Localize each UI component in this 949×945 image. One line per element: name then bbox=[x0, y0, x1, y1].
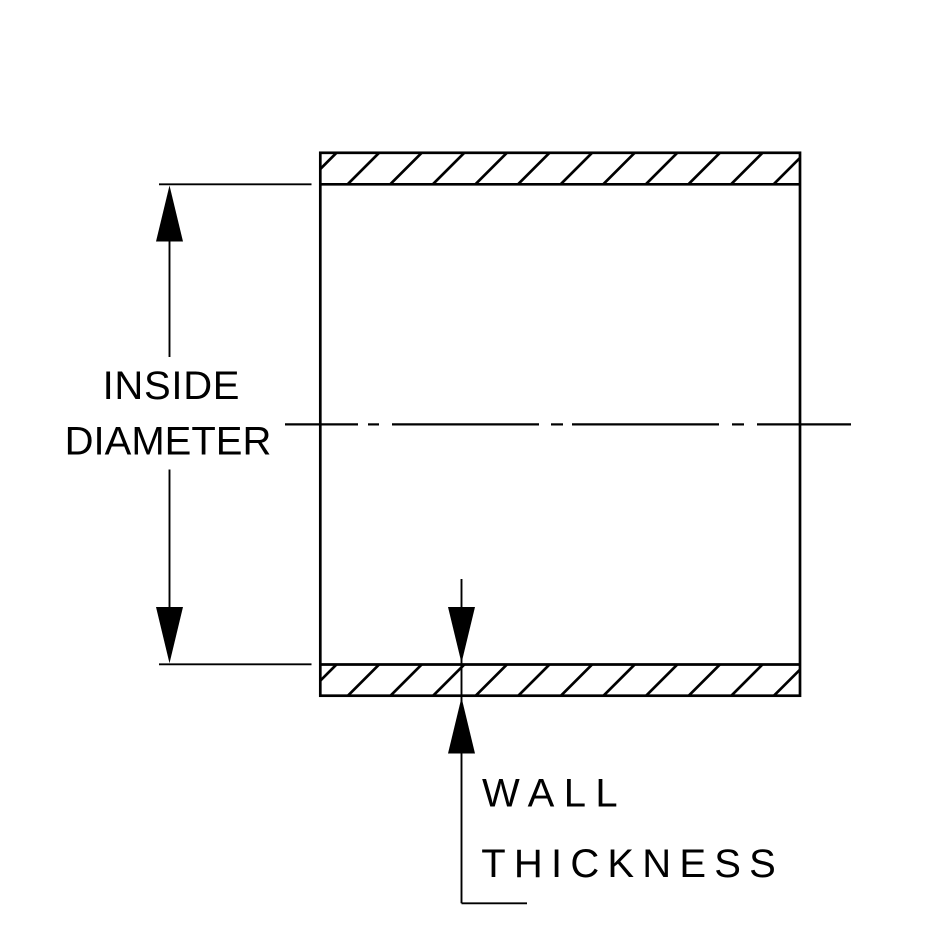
svg-text:WALL: WALL bbox=[482, 772, 627, 816]
svg-text:THICKNESS: THICKNESS bbox=[481, 842, 784, 886]
svg-text:INSIDE: INSIDE bbox=[103, 364, 241, 408]
svg-text:DIAMETER: DIAMETER bbox=[65, 420, 272, 464]
